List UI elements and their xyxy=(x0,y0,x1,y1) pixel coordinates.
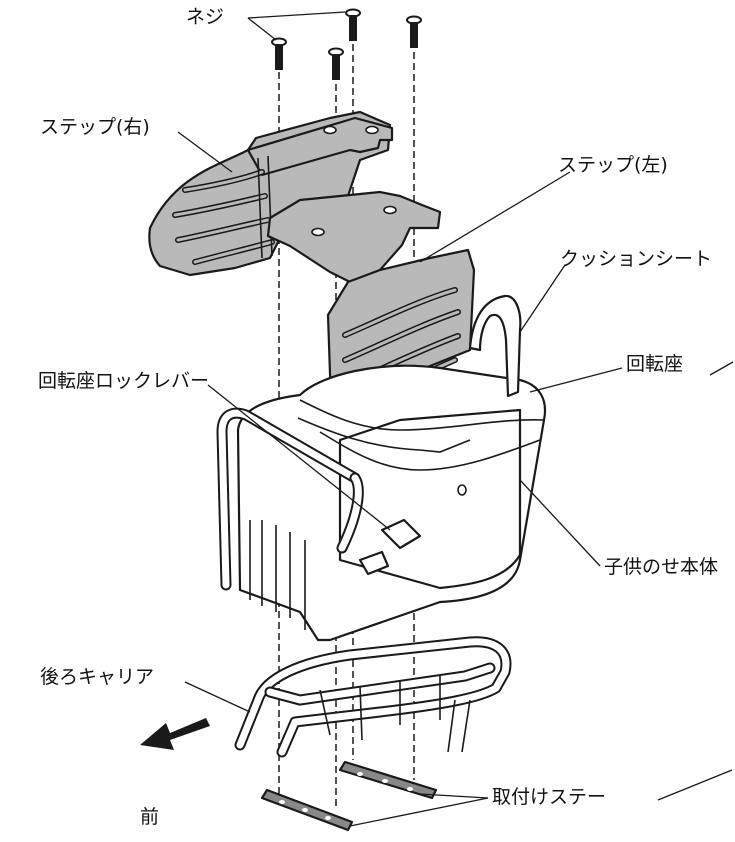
mounting-stay-2 xyxy=(260,788,354,832)
screw-2 xyxy=(271,37,287,70)
label-step-right: ステップ(右) xyxy=(40,116,150,138)
label-front: 前 xyxy=(140,806,160,828)
rear-carrier xyxy=(234,636,512,758)
seat-body xyxy=(236,364,547,642)
label-rear-carrier: 後ろキャリア xyxy=(40,666,155,688)
step-right xyxy=(148,110,394,277)
screw-1 xyxy=(345,8,361,41)
screw-4 xyxy=(406,15,422,48)
front-arrow-icon xyxy=(140,718,210,750)
label-step-left: ステップ(左) xyxy=(558,154,668,176)
label-seat-body: 子供のせ本体 xyxy=(604,556,719,578)
mounting-stay-1 xyxy=(338,760,438,800)
screw-3 xyxy=(328,47,344,80)
label-swivel-seat: 回転座 xyxy=(626,353,684,375)
leader-lines xyxy=(177,11,734,827)
label-screws: ネジ xyxy=(186,6,225,28)
swivel-lock-lever xyxy=(358,518,422,576)
label-mounting-stay: 取付けステー xyxy=(492,786,607,808)
cushion-seat xyxy=(319,294,541,471)
label-cushion-seat: クッションシート xyxy=(560,248,713,270)
label-swivel-lock-lever: 回転座ロックレバー xyxy=(38,370,210,392)
